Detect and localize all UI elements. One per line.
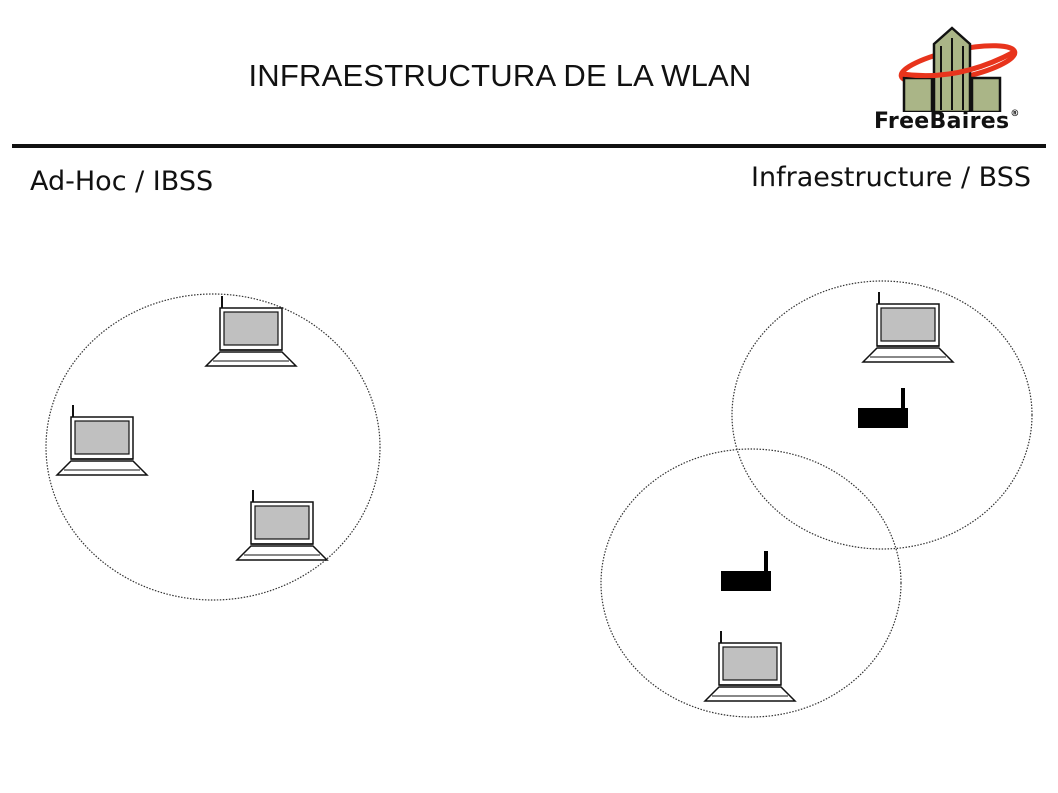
freebaires-logo-icon — [898, 26, 1018, 114]
access-point-icon — [856, 386, 910, 430]
page-title: INFRAESTRUCTURA DE LA WLAN — [248, 58, 752, 93]
laptop-icon — [862, 291, 954, 363]
laptop-icon — [56, 404, 148, 476]
infrastructure-label: Infraestructure / BSS — [751, 162, 1031, 193]
freebaires-logo: FreeBaires® — [866, 22, 1046, 138]
title-divider — [12, 144, 1046, 148]
bss-coverage-area-lower — [600, 448, 902, 718]
laptop-icon — [704, 630, 796, 702]
bss-coverage-area-upper — [731, 280, 1033, 550]
laptop-icon — [205, 295, 297, 367]
adhoc-coverage-area — [45, 293, 381, 601]
laptop-icon — [236, 489, 328, 561]
logo-wordmark: FreeBaires® — [874, 109, 1020, 134]
adhoc-label: Ad-Hoc / IBSS — [30, 166, 214, 197]
access-point-icon — [719, 549, 773, 593]
